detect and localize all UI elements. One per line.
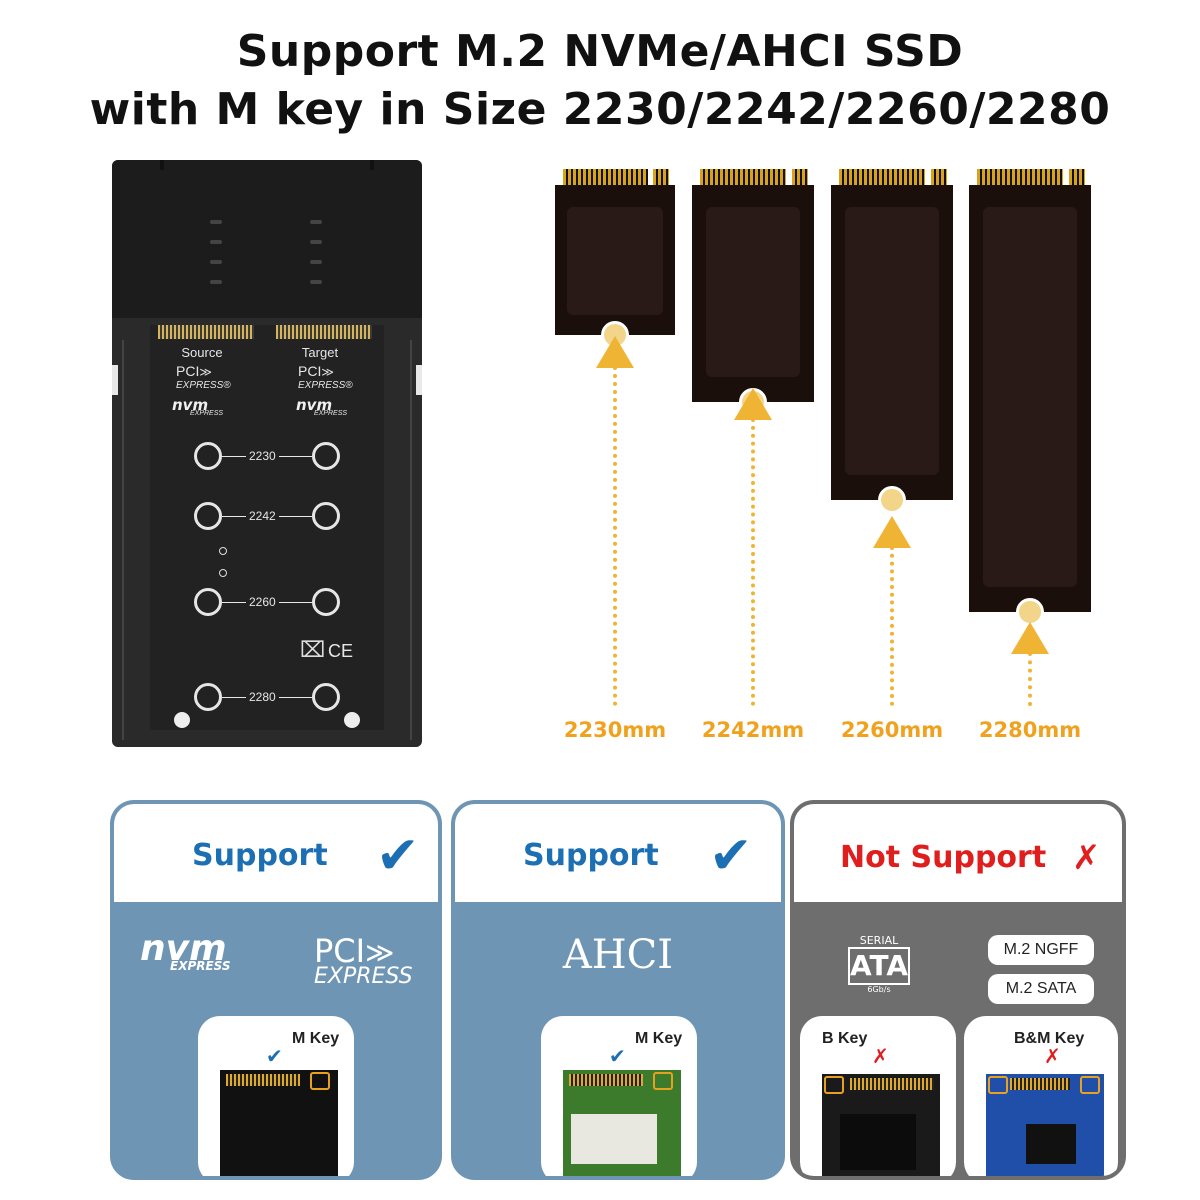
weee-icon: ⌧: [300, 638, 326, 663]
dotted-line: [1028, 652, 1032, 706]
cross-icon: ✗: [872, 1044, 889, 1068]
bm-key-label: B&M Key: [1014, 1030, 1085, 1047]
support-heading: Support: [523, 838, 659, 873]
pci-express-logo-target: PCI≫ EXPRESS®: [298, 363, 353, 391]
side-notch: [112, 365, 118, 395]
card-head: Support ✔: [114, 804, 438, 902]
source-label: Source: [181, 345, 223, 360]
target-connector: [276, 325, 372, 339]
card-ahci-support: Support ✔ AHCI M Key ✔: [451, 800, 785, 1180]
b-key-label: B Key: [822, 1030, 868, 1047]
check-icon: ✔: [609, 1044, 626, 1068]
support-heading: Support: [192, 838, 328, 873]
dotted-line: [613, 366, 617, 706]
screw-post-icon: [194, 588, 222, 616]
size-label-2230mm: 2230mm: [563, 718, 667, 742]
dotted-line: [751, 418, 755, 706]
check-icon: ✔: [709, 826, 753, 886]
size-label-2242mm: 2242mm: [701, 718, 805, 742]
source-connector: [158, 325, 254, 339]
size-label-2280mm: 2280mm: [978, 718, 1082, 742]
ssd-2230-image: [555, 169, 675, 349]
arrow-up-icon: [1011, 622, 1049, 654]
size-2280-label: 2280: [246, 690, 279, 704]
screw-post-icon: [312, 683, 340, 711]
ssd-photo: [822, 1074, 940, 1176]
screw-post-icon: [312, 442, 340, 470]
card-head: Not Support ✗: [794, 804, 1122, 902]
arrow-up-icon: [734, 388, 772, 420]
ssd-photo: [220, 1070, 338, 1176]
size-label-2260mm: 2260mm: [840, 718, 944, 742]
card-nvme-support: Support ✔ nvm EXPRESS PCI≫ EXPRESS M Key…: [110, 800, 442, 1180]
arrow-up-icon: [596, 336, 634, 368]
nvm-express-logo-target: nvm EXPRESS: [296, 396, 348, 417]
enclosure-lid: [112, 160, 422, 318]
ahci-logo: AHCI: [562, 932, 674, 978]
screw-post-icon: [312, 502, 340, 530]
target-label: Target: [301, 345, 339, 360]
check-icon: ✔: [266, 1044, 283, 1068]
card-not-support: Not Support ✗ SERIAL ATA 6Gb/s M.2 NGFF …: [790, 800, 1126, 1180]
m-key-label: M Key: [292, 1030, 340, 1047]
nvm-express-logo: nvm EXPRESS: [140, 928, 231, 973]
not-support-heading: Not Support: [840, 840, 1047, 875]
ssd-2242-image: [692, 169, 814, 416]
mount-hole: [174, 712, 190, 728]
ssd-photo: [986, 1074, 1104, 1176]
m2-ngff-badge: M.2 NGFF: [988, 935, 1094, 965]
pci-express-logo-source: PCI≫ EXPRESS®: [176, 363, 231, 391]
serial-ata-logo: SERIAL ATA 6Gb/s: [848, 934, 910, 994]
cross-icon: ✗: [1044, 1044, 1061, 1068]
screw-post-icon: [194, 502, 222, 530]
bm-key-ssd-panel: B&M Key ✗: [964, 1016, 1118, 1176]
card-head: Support ✔: [455, 804, 781, 902]
screw-post-icon: [194, 442, 222, 470]
enclosure-board: Source Target PCI≫ EXPRESS® PCI≫ EXPRESS…: [150, 325, 384, 730]
size-2260-label: 2260: [246, 595, 279, 609]
pci-express-logo: PCI≫ EXPRESS: [314, 932, 413, 989]
title-line-1: Support M.2 NVMe/AHCI SSD: [236, 26, 964, 77]
m2-sata-badge: M.2 SATA: [988, 974, 1094, 1004]
m-key-ssd-panel: M Key ✔: [541, 1016, 697, 1176]
size-2230-label: 2230: [246, 449, 279, 463]
arrow-up-icon: [873, 516, 911, 548]
ce-mark: CE: [328, 641, 354, 661]
screw-post-icon: [194, 683, 222, 711]
nvm-express-logo-source: nvm EXPRESS: [172, 396, 224, 417]
ssd-enclosure-image: Source Target PCI≫ EXPRESS® PCI≫ EXPRESS…: [112, 160, 422, 747]
title-line-2: with M key in Size 2230/2242/2260/2280: [89, 84, 1111, 135]
screw-post-icon: [312, 588, 340, 616]
m-key-label: M Key: [635, 1030, 683, 1047]
cross-icon: ✗: [1072, 838, 1101, 878]
check-icon: ✔: [376, 826, 420, 886]
size-2242-label: 2242: [246, 509, 279, 523]
m-key-ssd-panel: M Key ✔: [198, 1016, 354, 1176]
dotted-line: [890, 546, 894, 706]
mount-hole: [344, 712, 360, 728]
side-notch: [416, 365, 422, 395]
ssd-2260-image: [831, 169, 953, 514]
ssd-photo: [563, 1070, 681, 1176]
b-key-ssd-panel: B Key ✗: [800, 1016, 956, 1176]
ssd-2280-image: [969, 169, 1091, 626]
